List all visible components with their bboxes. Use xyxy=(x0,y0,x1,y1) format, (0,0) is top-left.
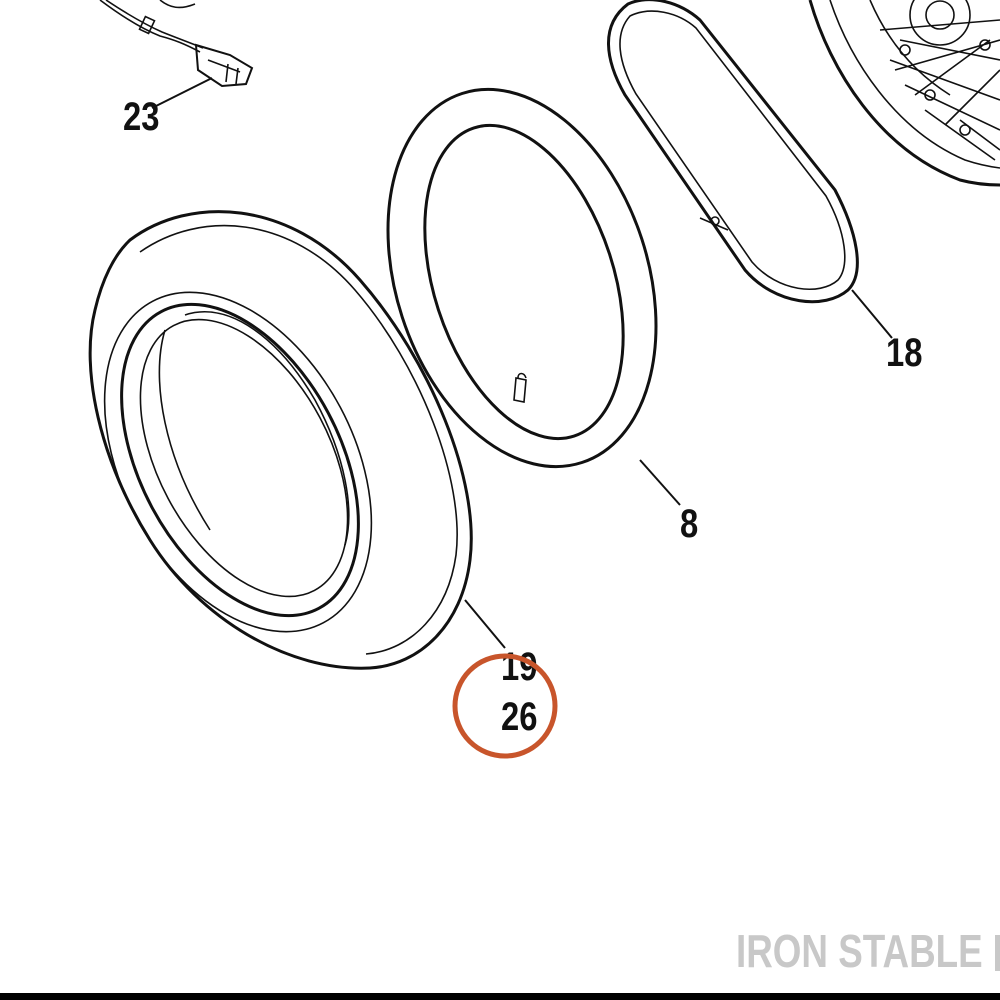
wheel-rim xyxy=(808,0,1000,187)
callout-26: 26 xyxy=(501,694,537,739)
highlight-circle xyxy=(452,653,558,759)
watermark: IRON STABLE xyxy=(736,925,983,977)
leader-line-18 xyxy=(851,289,893,339)
callout-18: 18 xyxy=(886,330,922,375)
rim-strip-18 xyxy=(607,0,859,304)
inner-tube-8 xyxy=(386,87,658,469)
callout-8: 8 xyxy=(680,501,698,546)
bottom-bar xyxy=(0,993,1000,1000)
sensor-connector-23 xyxy=(99,0,254,88)
leader-line-23 xyxy=(151,77,213,109)
leader-line-19 xyxy=(464,599,506,649)
leader-line-8 xyxy=(639,459,681,506)
watermark-edge-mark xyxy=(995,935,1000,971)
tire-19 xyxy=(88,210,473,670)
valve-stem xyxy=(513,372,527,403)
callout-23: 23 xyxy=(123,94,159,139)
